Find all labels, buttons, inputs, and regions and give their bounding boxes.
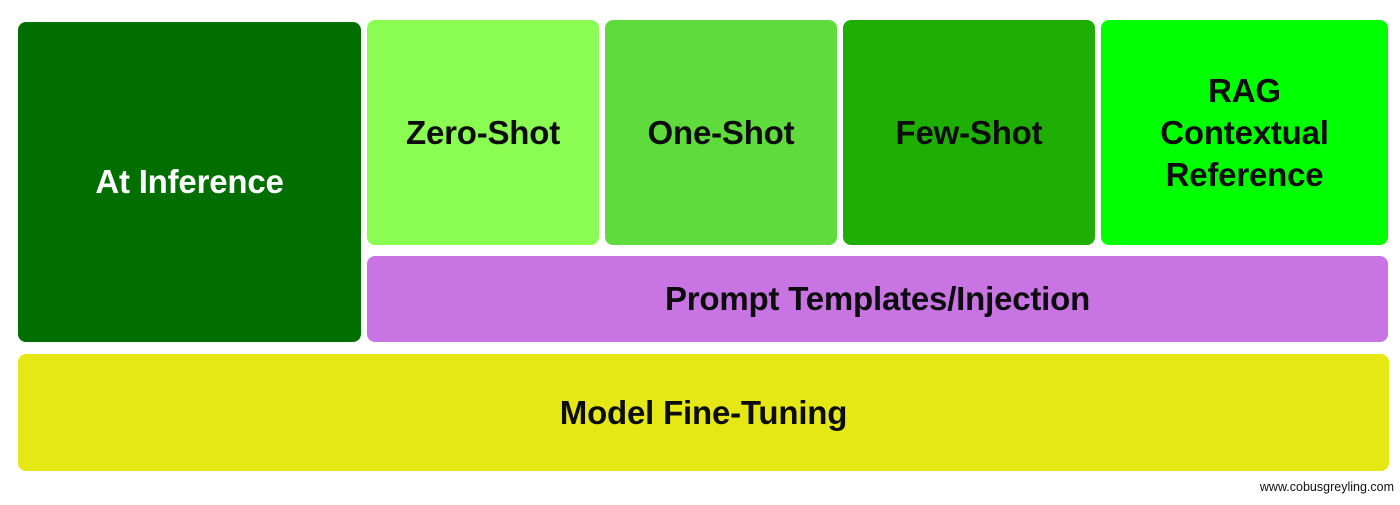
prompt-templates-injection-label: Prompt Templates/Injection	[664, 280, 1091, 317]
rag-contextual-reference-label: RAG Contextual Reference	[1160, 71, 1329, 193]
few-shot-label: Few-Shot	[895, 113, 1043, 151]
website-credit: www.cobusgreyling.com	[1259, 480, 1394, 494]
model-fine-tuning-block: Model Fine-Tuning	[18, 354, 1389, 471]
rag-contextual-reference-block: RAG Contextual Reference	[1101, 20, 1388, 245]
prompt-templates-injection-block: Prompt Templates/Injection	[367, 256, 1388, 342]
one-shot-block: One-Shot	[605, 20, 837, 245]
one-shot-label: One-Shot	[647, 113, 795, 151]
at-inference-label: At Inference	[95, 163, 284, 200]
zero-shot-block: Zero-Shot	[367, 20, 599, 245]
model-fine-tuning-label: Model Fine-Tuning	[559, 393, 848, 431]
at-inference-block: At Inference	[18, 22, 361, 342]
zero-shot-label: Zero-Shot	[405, 113, 560, 151]
few-shot-block: Few-Shot	[843, 20, 1095, 245]
